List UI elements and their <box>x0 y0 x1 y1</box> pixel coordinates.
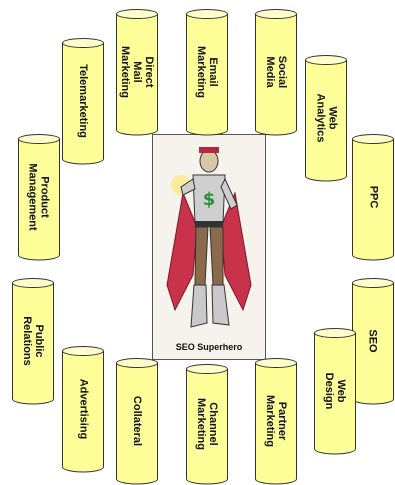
cylinder-telemarketing: Telemarketing <box>62 38 104 165</box>
cylinder-shape <box>12 278 54 405</box>
cylinder-label: Channel Marketing <box>195 398 219 450</box>
cylinder-shape <box>186 364 228 485</box>
cylinder-label-container: Telemarketing <box>62 38 104 164</box>
cylinder-shape <box>255 9 297 136</box>
cylinder-label-container: SEO <box>352 278 394 404</box>
cylinder-label-container: Advertising <box>62 346 104 472</box>
cylinder-label: Web Analytics <box>314 93 338 143</box>
cylinder-email-marketing: Email Marketing <box>186 9 228 136</box>
cylinder-product-management: Product Management <box>18 134 60 261</box>
cylinder-channel-marketing: Channel Marketing <box>186 364 228 485</box>
cylinder-partner-marketing: Partner Marketing <box>255 358 297 485</box>
cylinder-shape <box>116 358 158 485</box>
cylinder-web-analytics: Web Analytics <box>305 55 347 182</box>
cylinder-public-relations: Public Relations <box>12 278 54 405</box>
cylinder-label-container: Product Management <box>18 134 60 260</box>
cylinder-shape <box>305 55 347 182</box>
cylinder-advertising: Advertising <box>62 346 104 473</box>
cylinder-label: Advertising <box>77 378 90 440</box>
cylinder-shape <box>62 38 104 165</box>
cylinder-shape <box>186 9 228 136</box>
cylinder-label-container: Email Marketing <box>186 9 228 135</box>
cylinder-social-media: Social Media <box>255 9 297 136</box>
cylinder-shape <box>18 134 60 261</box>
cylinder-label-container: Channel Marketing <box>186 364 228 484</box>
hero-panel: $ <box>152 134 266 360</box>
cylinder-label-container: Collateral <box>116 358 158 484</box>
cylinder-label-container: Direct Mail Marketing <box>116 9 158 135</box>
hero-caption: SEO Superhero <box>175 342 243 352</box>
cylinder-label: Telemarketing <box>77 64 89 138</box>
cylinder-shape <box>352 134 394 261</box>
cylinder-label-container: Partner Marketing <box>255 358 297 484</box>
cylinder-collateral: Collateral <box>116 358 158 485</box>
cylinder-label: Product Management <box>27 163 51 231</box>
cylinder-shape <box>62 346 104 473</box>
cylinder-shape <box>116 9 158 136</box>
cylinder-label: Social Media <box>264 55 288 89</box>
cylinder-label-container: Social Media <box>255 9 297 135</box>
svg-text:$: $ <box>203 189 216 210</box>
cylinder-label: SEO <box>366 329 379 353</box>
cylinder-label-container: PPC <box>352 134 394 260</box>
cylinder-label-container: Public Relations <box>12 278 54 404</box>
cylinder-direct-mail-marketing: Direct Mail Marketing <box>116 9 158 136</box>
cylinder-label-container: Web Design <box>314 328 356 454</box>
cylinder-shape <box>314 328 356 455</box>
cylinder-shape <box>352 278 394 405</box>
cylinder-seo: SEO <box>352 278 394 405</box>
cylinder-label: Partner Marketing <box>264 395 288 447</box>
cylinder-label: PPC <box>367 185 379 209</box>
cylinder-label-container: Web Analytics <box>305 55 347 181</box>
cylinder-label: Web Design <box>323 372 347 410</box>
cylinder-ppc: PPC <box>352 134 394 261</box>
cylinder-web-design: Web Design <box>314 328 356 455</box>
cylinder-label: Email Marketing <box>195 46 219 98</box>
cylinder-label: Direct Mail Marketing <box>119 46 155 98</box>
cylinder-label: Public Relations <box>21 316 46 366</box>
superhero-illustration: $ <box>166 147 252 328</box>
cylinder-label: Collateral <box>131 395 144 447</box>
cylinder-shape <box>255 358 297 485</box>
